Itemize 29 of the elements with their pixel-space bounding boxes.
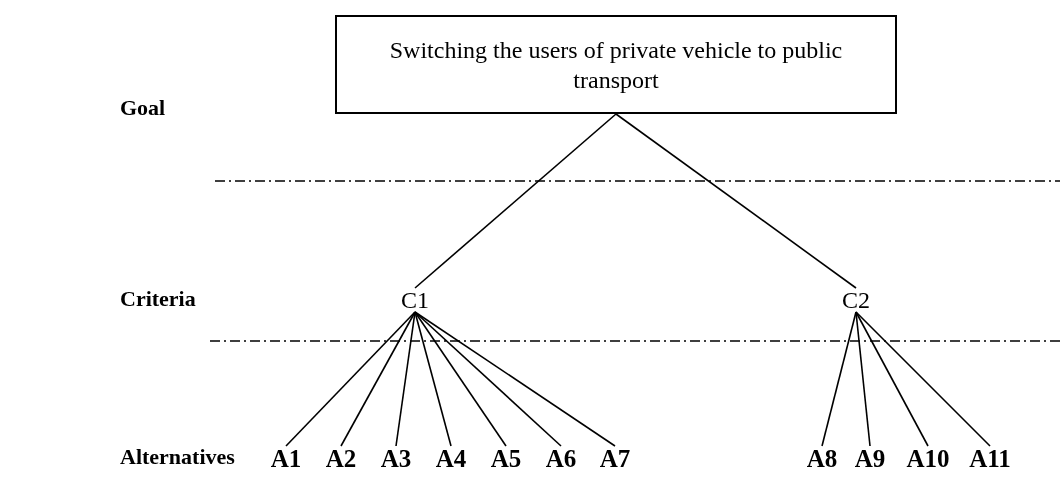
goal-box: Switching the users of private vehicle to public transport <box>335 15 897 114</box>
alternative-label: A1 <box>270 446 302 471</box>
connector-line <box>414 311 452 447</box>
alternative-label: A2 <box>325 446 357 471</box>
criterion-label: C2 <box>842 288 870 312</box>
alternative-label: A7 <box>599 446 631 471</box>
alternative-label: A3 <box>380 446 412 471</box>
connector-line <box>855 311 991 447</box>
connector-line <box>340 311 416 447</box>
alternative-label: A11 <box>969 446 1011 471</box>
criterion-label: C1 <box>401 288 429 312</box>
connector-line <box>414 311 562 447</box>
alternative-label: A8 <box>806 446 838 471</box>
level-label: Criteria <box>120 288 196 310</box>
connector-line <box>615 113 857 289</box>
connector-line <box>855 311 929 447</box>
connector-line <box>285 311 416 447</box>
level-label: Alternatives <box>120 446 235 468</box>
alternative-label: A10 <box>906 446 950 471</box>
connector-line <box>855 311 871 447</box>
connector-line <box>395 311 416 447</box>
alternative-label: A9 <box>854 446 886 471</box>
level-label: Goal <box>120 97 166 119</box>
connector-line <box>414 311 507 447</box>
connector-line <box>414 311 616 447</box>
alternative-label: A6 <box>545 446 577 471</box>
connector-line <box>414 113 617 289</box>
alternative-label: A5 <box>490 446 522 471</box>
alternative-label: A4 <box>435 446 467 471</box>
